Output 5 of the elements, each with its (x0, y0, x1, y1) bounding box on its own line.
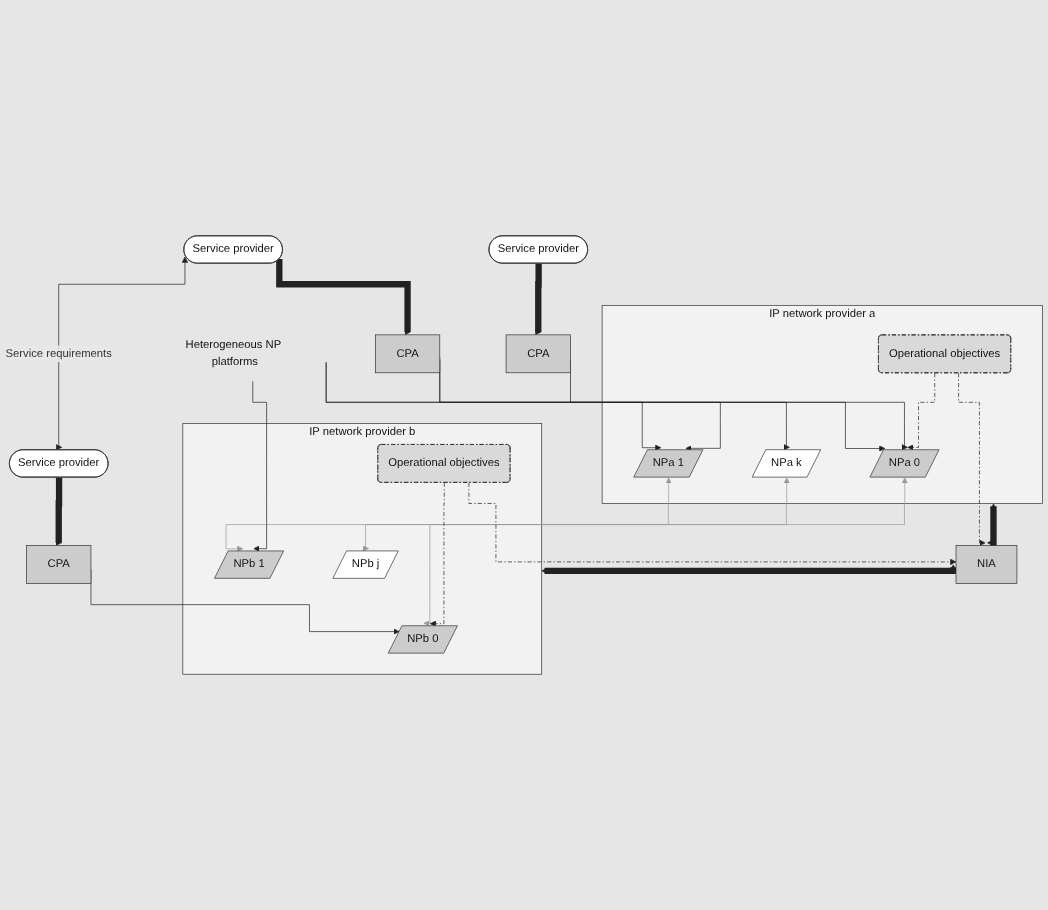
arrow (987, 503, 997, 547)
arrow (55, 477, 63, 546)
arrow (535, 263, 542, 336)
arrow (541, 564, 957, 574)
arrow (276, 258, 411, 336)
